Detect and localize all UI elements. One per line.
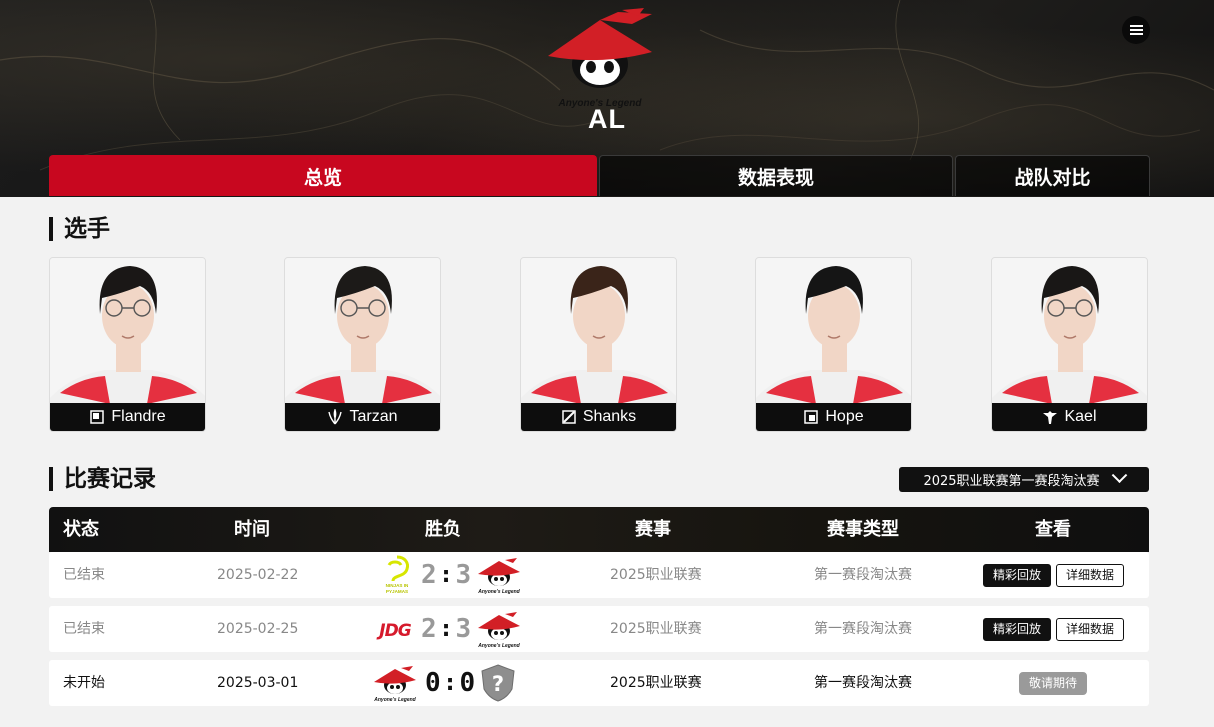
jungle-icon	[327, 409, 349, 425]
svg-text:JDG: JDG	[376, 621, 411, 641]
coming-soon-button: 敬请期待	[1019, 672, 1087, 695]
detail-data-button[interactable]: 详细数据	[1056, 564, 1124, 587]
home-team-logo[interactable]: JDG	[375, 616, 415, 642]
svg-text:Anyone's Legend: Anyone's Legend	[373, 697, 416, 703]
marble-background	[0, 0, 1214, 171]
players-section-title: 选手	[49, 217, 110, 241]
season-dropdown[interactable]: 2025职业联赛第一赛段淘汰赛	[899, 467, 1149, 492]
menu-button[interactable]	[1122, 16, 1150, 44]
tab-bar: 总览 数据表现 战队对比	[49, 155, 1150, 196]
score-separator: :	[441, 616, 451, 642]
bot-lane-icon	[803, 409, 825, 425]
away-score: 0	[459, 668, 476, 698]
player-card-kael[interactable]: Kael	[991, 257, 1148, 432]
svg-text:?: ?	[492, 672, 504, 696]
season-dropdown-value: 2025职业联赛第一赛段淘汰赛	[923, 474, 1100, 489]
match-stage: 第一赛段淘汰赛	[814, 621, 912, 637]
player-card-flandre[interactable]: Flandre	[49, 257, 206, 432]
match-stage: 第一赛段淘汰赛	[814, 567, 912, 583]
home-team-logo[interactable]: Anyone's Legend	[371, 663, 419, 703]
away-team-logo[interactable]: ?	[479, 663, 517, 703]
match-stage: 第一赛段淘汰赛	[814, 675, 912, 691]
player-name: Tarzan	[349, 408, 398, 425]
highlights-button[interactable]: 精彩回放	[983, 564, 1051, 587]
mid-lane-icon	[561, 409, 583, 425]
match-row: 未开始 2025-03-01 Anyone's Legend 0 : 0 ? 2…	[49, 660, 1149, 706]
match-event: 2025职业联赛	[610, 621, 702, 637]
match-date: 2025-02-25	[217, 621, 299, 637]
top-lane-icon	[89, 409, 111, 425]
away-score: 3	[455, 560, 472, 590]
player-name: Hope	[825, 408, 864, 425]
match-table-header: 状态 时间 胜负 赛事 赛事类型 查看	[49, 507, 1149, 552]
tab-team-compare[interactable]: 战队对比	[955, 155, 1150, 196]
score-separator: :	[441, 562, 451, 588]
support-icon	[1042, 409, 1064, 425]
tab-overview[interactable]: 总览	[49, 155, 597, 196]
player-card-shanks[interactable]: Shanks	[520, 257, 677, 432]
player-card-tarzan[interactable]: Tarzan	[284, 257, 441, 432]
away-team-logo[interactable]: Anyone's Legend	[475, 609, 523, 649]
match-row: 已结束 2025-02-25 JDG 2 : 3 Anyone's Legend…	[49, 606, 1149, 652]
team-logo: Anyone's Legend	[548, 8, 652, 109]
header-view: 查看	[1035, 519, 1071, 540]
match-score: JDG 2 : 3 Anyone's Legend	[375, 606, 523, 652]
match-date: 2025-02-22	[217, 567, 299, 583]
header-status: 状态	[63, 519, 99, 540]
home-score: 2	[421, 560, 437, 590]
player-name: Shanks	[582, 408, 637, 425]
match-event: 2025职业联赛	[610, 675, 702, 691]
match-score: Anyone's Legend 0 : 0 ?	[371, 660, 517, 706]
away-team-logo[interactable]: Anyone's Legend	[475, 555, 523, 595]
match-status: 未开始	[63, 675, 105, 691]
player-nameplate: Shanks	[521, 403, 676, 431]
hamburger-icon	[1129, 29, 1143, 31]
match-event: 2025职业联赛	[610, 567, 702, 583]
team-name: AL	[588, 104, 626, 134]
header-time: 时间	[234, 519, 270, 540]
svg-text:Anyone's Legend: Anyone's Legend	[477, 589, 520, 595]
logo-text: Anyone's Legend	[558, 98, 643, 109]
chevron-down-icon	[1111, 467, 1127, 484]
highlights-button[interactable]: 精彩回放	[983, 618, 1051, 641]
match-status: 已结束	[63, 567, 105, 583]
svg-text:NINJAS IN: NINJAS IN	[386, 583, 409, 588]
header-event-type: 赛事类型	[827, 519, 899, 540]
header-result: 胜负	[425, 519, 461, 540]
away-score: 3	[455, 614, 472, 644]
match-date: 2025-03-01	[217, 675, 299, 691]
player-nameplate: Kael	[992, 403, 1147, 431]
score-separator: :	[445, 670, 455, 696]
header-event: 赛事	[635, 519, 671, 540]
player-nameplate: Tarzan	[285, 403, 440, 431]
svg-text:PYJAMAS: PYJAMAS	[386, 589, 408, 594]
match-status: 已结束	[63, 621, 105, 637]
home-score: 2	[421, 614, 437, 644]
team-header: Anyone's Legend AL 总览 数据表现 战队对比	[0, 0, 1214, 197]
matches-section-title: 比赛记录	[49, 467, 156, 491]
svg-text:Anyone's Legend: Anyone's Legend	[477, 643, 520, 649]
detail-data-button[interactable]: 详细数据	[1056, 618, 1124, 641]
home-score: 0	[425, 668, 441, 698]
tab-stats[interactable]: 数据表现	[599, 155, 953, 196]
player-nameplate: Hope	[756, 403, 911, 431]
player-nameplate: Flandre	[50, 403, 205, 431]
player-name: Flandre	[111, 408, 166, 425]
player-card-hope[interactable]: Hope	[755, 257, 912, 432]
player-name: Kael	[1064, 408, 1097, 425]
